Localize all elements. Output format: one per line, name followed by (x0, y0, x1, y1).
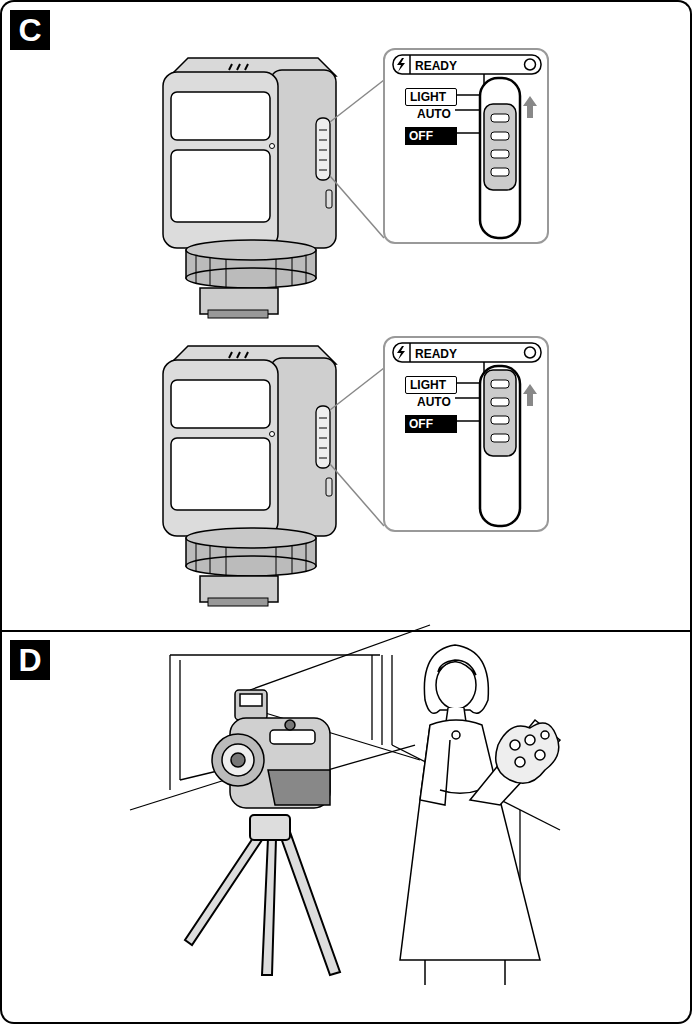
switch-inset: READY AUTO LIGHT OFF (383, 336, 549, 532)
switch-label: LIGHT (410, 91, 446, 103)
light-position: LIGHT (405, 88, 457, 106)
panel-letter: D (10, 640, 50, 680)
panel: D (0, 630, 692, 1024)
panel-letter: C (10, 10, 50, 50)
switch-label: LIGHT (410, 379, 446, 391)
off-position: OFF (405, 127, 457, 145)
switch-label: OFF (409, 418, 433, 430)
switch-label: READY (415, 348, 457, 360)
switch-label: READY (415, 60, 457, 72)
panel: C READY AUTO LIGHT OFF READY AUTO LIGHT OFF (0, 0, 692, 632)
switch-inset: READY AUTO LIGHT OFF (383, 48, 549, 244)
off-position: OFF (405, 415, 457, 433)
switch-label: AUTO (417, 396, 451, 408)
switch-label: AUTO (417, 108, 451, 120)
switch-label: OFF (409, 130, 433, 142)
light-position: LIGHT (405, 376, 457, 394)
